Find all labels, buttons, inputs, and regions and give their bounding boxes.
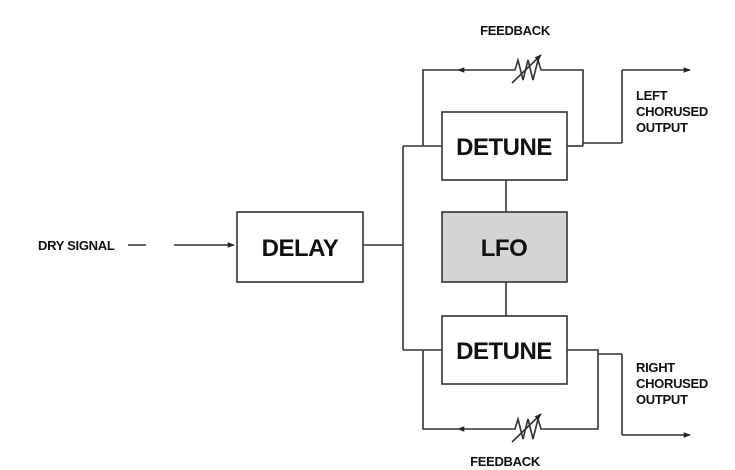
bottom-output-line [567,349,622,355]
delay-label: DELAY [262,235,339,262]
left-output-label-line-1: LEFT [636,88,668,103]
top-feedback-resistor-arrow [511,54,542,84]
right-output-label-line-2: CHORUSED [636,376,708,391]
left-output-label-line-2: CHORUSED [636,104,708,119]
bottom-feedback-resistor-icon [509,415,546,440]
top-feedback-left-leg [422,69,458,146]
top-feedback-right-leg [546,69,584,143]
delay-box [236,211,364,283]
detune-bottom-label: DETUNE [456,338,552,365]
lfo-box [441,211,568,283]
dry-signal-label: DRY SIGNAL [38,238,115,253]
right-output-label-line-1: RIGHT [636,360,675,375]
lfo-label: LFO [481,235,528,262]
right-output-label-line-3: OUTPUT [636,392,688,407]
left-output-label-line-3: OUTPUT [636,120,688,135]
detune-top-label: DETUNE [456,134,552,161]
feedback-bottom-label: FEEDBACK [470,454,541,469]
bottom-feedback-right-leg [546,354,599,430]
bottom-feedback-resistor-arrow [511,413,542,443]
bottom-feedback-left-leg [422,350,458,430]
top-feedback-resistor-icon [509,56,546,81]
feedback-top-label: FEEDBACK [480,23,551,38]
top-output-line-2 [582,142,622,146]
